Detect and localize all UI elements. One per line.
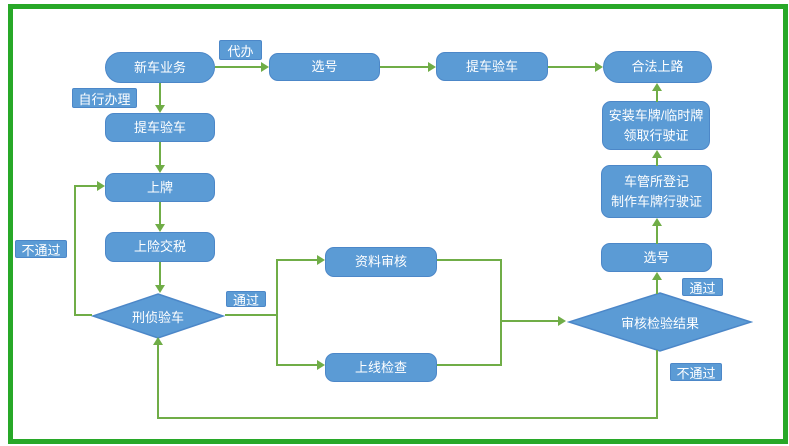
node-document-review: 资料审核: [325, 247, 437, 277]
node-install-plate: 安装车牌/临时牌 领取行驶证: [602, 101, 710, 150]
node-get-plate: 上牌: [105, 173, 215, 202]
connector-getplate-to-insurance: [159, 202, 161, 226]
arrowhead-right-icon: [317, 255, 325, 265]
connector-split-vertical: [276, 259, 278, 366]
edge-label-fail-left: 不通过: [15, 240, 67, 258]
connector-split-to-docreview: [276, 259, 318, 261]
connector-fail-to-getplate: [74, 185, 98, 187]
arrowhead-right-icon: [97, 181, 105, 191]
arrowhead-down-icon: [155, 224, 165, 232]
arrowhead-up-icon: [153, 337, 163, 345]
node-criminal-inspection-diamond: 刑侦验车: [91, 293, 225, 339]
connector-dmv-to-installplate: [656, 156, 658, 166]
connector-pickupleft-to-getplate: [159, 142, 161, 167]
arrowhead-right-icon: [317, 360, 325, 370]
connector-fail-bottom-horizontal: [157, 417, 658, 419]
arrowhead-right-icon: [595, 62, 603, 72]
node-online-check: 上线检查: [325, 353, 437, 382]
connector-reviewresult-to-selectnumber: [656, 279, 658, 294]
green-frame: [8, 4, 788, 444]
node-select-number-top: 选号: [269, 53, 380, 81]
arrowhead-down-icon: [155, 285, 165, 293]
node-new-car-business: 新车业务: [105, 52, 215, 83]
connector-fail-left-vertical: [74, 185, 76, 316]
node-legal-on-road: 合法上路: [603, 51, 712, 83]
node-select-number-right: 选号: [601, 243, 712, 272]
node-insurance-tax: 上险交税: [105, 232, 215, 262]
arrowhead-up-icon: [652, 83, 662, 91]
connector-join-to-reviewresult: [500, 320, 560, 322]
arrowhead-down-icon: [155, 105, 165, 113]
node-dmv-register: 车管所登记 制作车牌行驶证: [601, 165, 712, 218]
connector-join-vertical: [500, 259, 502, 366]
connector-selectnumber-to-pickup: [380, 66, 430, 68]
node-review-result-label: 审核检验结果: [620, 315, 699, 331]
connector-newcar-to-selectnumber: [215, 66, 263, 68]
connector-installplate-to-legal: [656, 90, 658, 102]
connector-selectnumber-to-dmv: [656, 225, 658, 244]
node-pickup-inspect-top: 提车验车: [436, 52, 548, 81]
connector-pickup-to-legal: [548, 66, 597, 68]
node-criminal-inspection-label: 刑侦验车: [131, 309, 184, 325]
arrowhead-up-icon: [652, 150, 662, 158]
edge-label-fail-right: 不通过: [670, 363, 722, 381]
connector-fail-up-to-criminal: [157, 344, 159, 419]
edge-label-pass-mid: 通过: [226, 291, 266, 308]
node-review-result-diamond: 审核检验结果: [567, 292, 753, 352]
edge-label-pass-right: 通过: [682, 278, 723, 296]
arrowhead-up-icon: [652, 218, 662, 226]
connector-onlinecheck-to-join: [437, 364, 502, 366]
arrowhead-down-icon: [155, 165, 165, 173]
connector-criminal-fail-left: [74, 314, 92, 316]
arrowhead-right-icon: [261, 62, 269, 72]
connector-criminal-to-split: [225, 314, 278, 316]
arrowhead-right-icon: [428, 62, 436, 72]
node-pickup-inspect-left: 提车验车: [105, 113, 215, 142]
edge-label-agent: 代办: [219, 40, 262, 60]
diamond-shape: [567, 292, 753, 352]
edge-label-self-handle: 自行办理: [72, 88, 137, 108]
arrowhead-right-icon: [558, 316, 566, 326]
connector-newcar-to-pickupleft: [159, 83, 161, 107]
connector-reviewresult-fail-down: [656, 350, 658, 419]
connector-split-to-onlinecheck: [276, 364, 318, 366]
arrowhead-up-icon: [652, 272, 662, 280]
connector-docreview-to-join: [437, 259, 502, 261]
connector-insurance-to-criminal: [159, 262, 161, 287]
